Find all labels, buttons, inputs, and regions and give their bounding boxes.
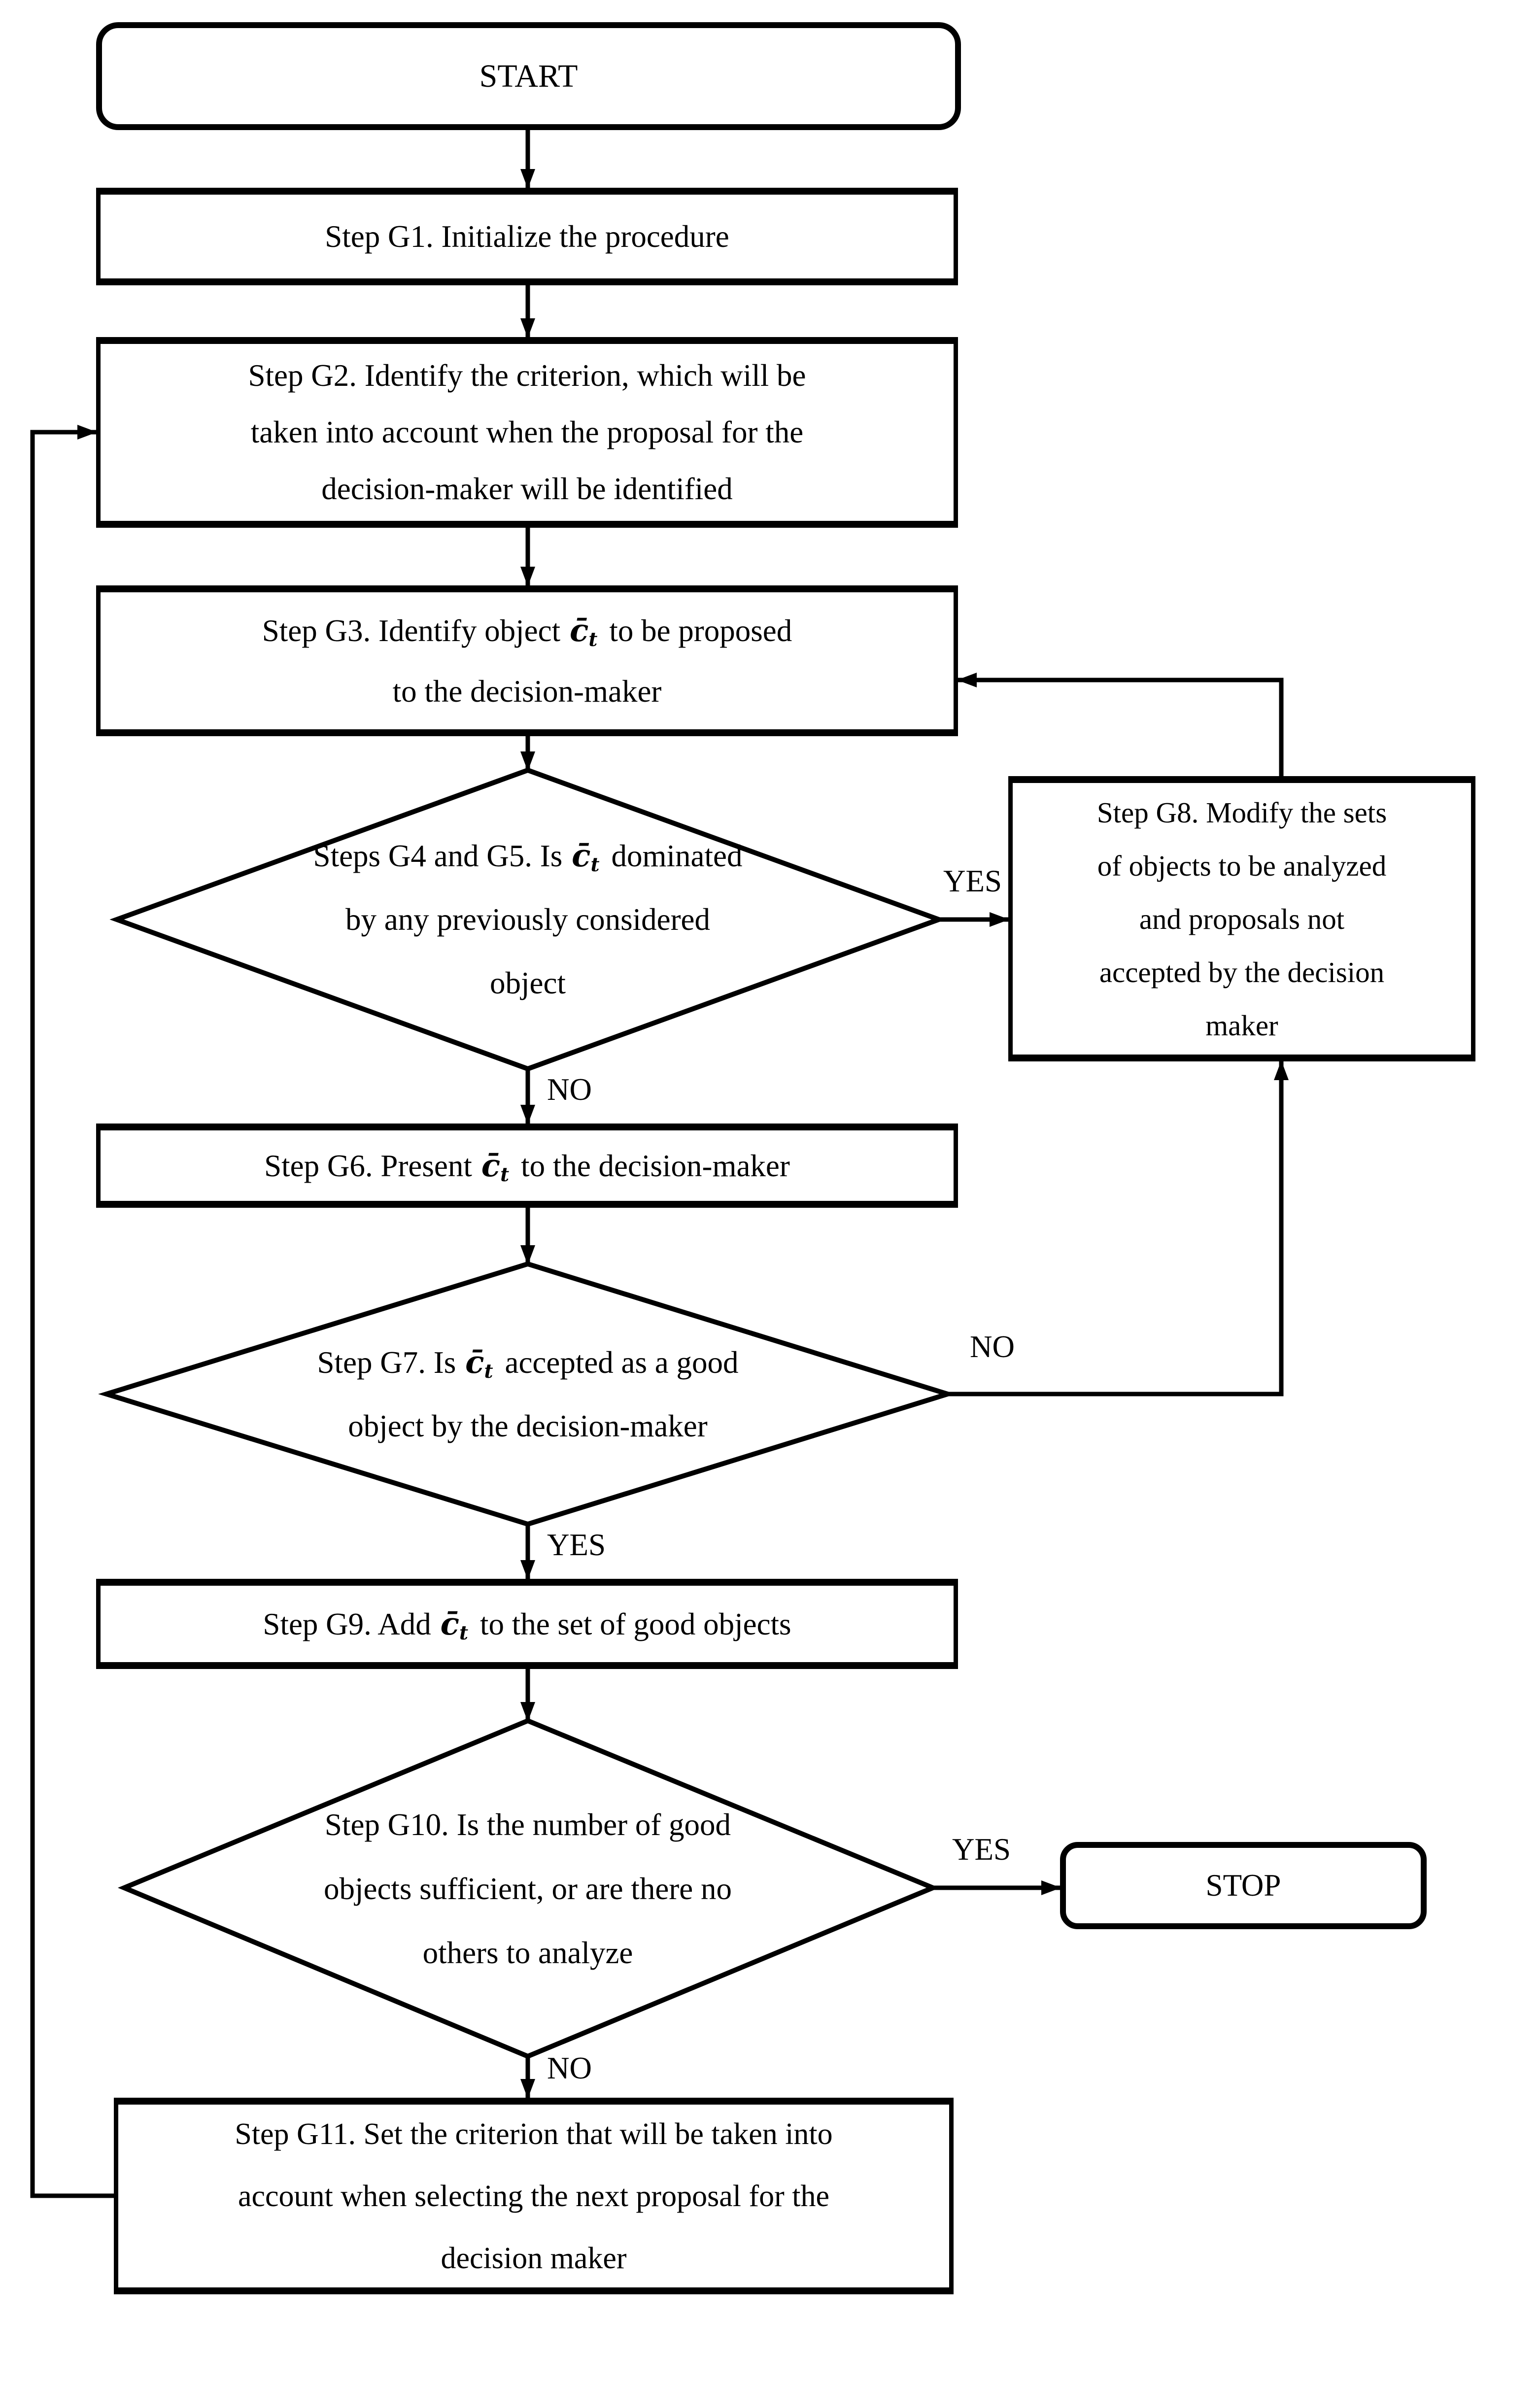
- edge-g8-g3-loop: [957, 673, 1284, 776]
- label-g7-yes: YES: [547, 1528, 606, 1562]
- symbol-c-bar-t: c̄t: [465, 1343, 493, 1383]
- diamond-g7-shape: [98, 1261, 956, 1527]
- node-step-g2: Step G2. Identify the criterion, which w…: [96, 337, 958, 528]
- decision-g7-text-pre: Step G7. Is: [317, 1345, 456, 1380]
- node-step-g9: Step G9. Add c̄t to the set of good object…: [96, 1579, 958, 1669]
- label-g7-no: NO: [970, 1329, 1015, 1364]
- stop-label: STOP: [1205, 1868, 1281, 1903]
- decision-g4-g5-text-post: dominated: [611, 839, 743, 873]
- step-g6-text-pre: Step G6. Present: [264, 1149, 472, 1183]
- decision-g4-g5-text-pre: Steps G4 and G5. Is: [313, 839, 563, 873]
- step-g8-line2: of objects to be analyzed: [1097, 849, 1387, 882]
- step-g11-line2: account when selecting the next proposal…: [238, 2179, 829, 2213]
- step-g3-text-pre: Step G3. Identify object: [262, 613, 561, 648]
- decision-g4-g5: Steps G4 and G5. Is c̄t dominated by any p…: [207, 770, 848, 1069]
- step-g9-line1: Step G9. Add c̄t to the set of good object…: [263, 1605, 791, 1642]
- step-g11-line3: decision maker: [441, 2241, 627, 2275]
- step-g3-line2: to the decision-maker: [392, 674, 662, 709]
- edge-g11-g2-loop: [30, 425, 114, 2198]
- node-step-g11: Step G11. Set the criterion that will be…: [114, 2098, 954, 2294]
- step-g1-text: Step G1. Initialize the procedure: [325, 219, 729, 254]
- step-g8-line1: Step G8. Modify the sets: [1096, 796, 1387, 829]
- decision-g4-g5-line1: Steps G4 and G5. Is c̄t dominated: [313, 824, 743, 888]
- symbol-c-bar-t: c̄t: [481, 1147, 510, 1186]
- node-step-g8: Step G8. Modify the sets of objects to b…: [1008, 776, 1475, 1061]
- step-g8-line5: maker: [1205, 1009, 1278, 1042]
- start-label: START: [479, 58, 578, 94]
- decision-g7: Step G7. Is c̄t accepted as a good object …: [207, 1264, 848, 1524]
- label-g45-yes: YES: [943, 864, 1002, 898]
- label-g10-no: NO: [547, 2051, 592, 2085]
- decision-g10-line1: Step G10. Is the number of good: [324, 1807, 731, 1842]
- decision-g4-g5-line2: by any previously considered: [345, 902, 711, 937]
- decision-g10-line3: others to analyze: [422, 1935, 633, 1970]
- decision-g7-line2: object by the decision-maker: [348, 1408, 708, 1443]
- label-g45-no: NO: [547, 1072, 592, 1107]
- node-step-g3: Step G3. Identify object c̄t to be propose…: [96, 585, 958, 736]
- decision-g7-line1: Step G7. Is c̄t accepted as a good: [317, 1330, 739, 1395]
- step-g3-text-post: to be proposed: [609, 613, 792, 648]
- label-g10-yes: YES: [952, 1832, 1011, 1867]
- diamond-g4-g5-shape: [109, 767, 946, 1072]
- step-g11-line1: Step G11. Set the criterion that will be…: [235, 2117, 833, 2151]
- node-step-g6: Step G6. Present c̄t to the decision-maker: [96, 1124, 958, 1208]
- decision-g7-text-post: accepted as a good: [505, 1345, 739, 1380]
- step-g2-line1: Step G2. Identify the criterion, which w…: [248, 358, 806, 393]
- node-step-g1: Step G1. Initialize the procedure: [96, 188, 958, 285]
- step-g2-line3: decision-maker will be identified: [321, 472, 733, 506]
- step-g6-text-post: to the decision-maker: [521, 1149, 790, 1183]
- diamond-g10-shape: [117, 1718, 940, 2059]
- decision-g4-g5-line3: object: [490, 966, 566, 1000]
- step-g8-line4: accepted by the decision: [1099, 955, 1385, 988]
- step-g3-line1: Step G3. Identify object c̄t to be propose…: [262, 600, 792, 661]
- step-g9-text-pre: Step G9. Add: [263, 1607, 431, 1641]
- symbol-c-bar-t: c̄t: [440, 1605, 469, 1644]
- decision-g10: Step G10. Is the number of good objects …: [207, 1721, 848, 2056]
- symbol-c-bar-t: c̄t: [569, 612, 598, 651]
- step-g8-line3: and proposals not: [1139, 902, 1345, 935]
- step-g9-text-post: to the set of good objects: [479, 1607, 791, 1641]
- decision-g10-line2: objects sufficient, or are there no: [323, 1871, 732, 1906]
- node-start: START: [96, 22, 961, 130]
- step-g6-line1: Step G6. Present c̄t to the decision-maker: [264, 1147, 790, 1184]
- step-g2-line2: taken into account when the proposal for…: [250, 415, 804, 449]
- node-stop: STOP: [1060, 1842, 1427, 1929]
- symbol-c-bar-t: c̄t: [572, 837, 600, 876]
- edge-d2-g8-no: [948, 1060, 1289, 1396]
